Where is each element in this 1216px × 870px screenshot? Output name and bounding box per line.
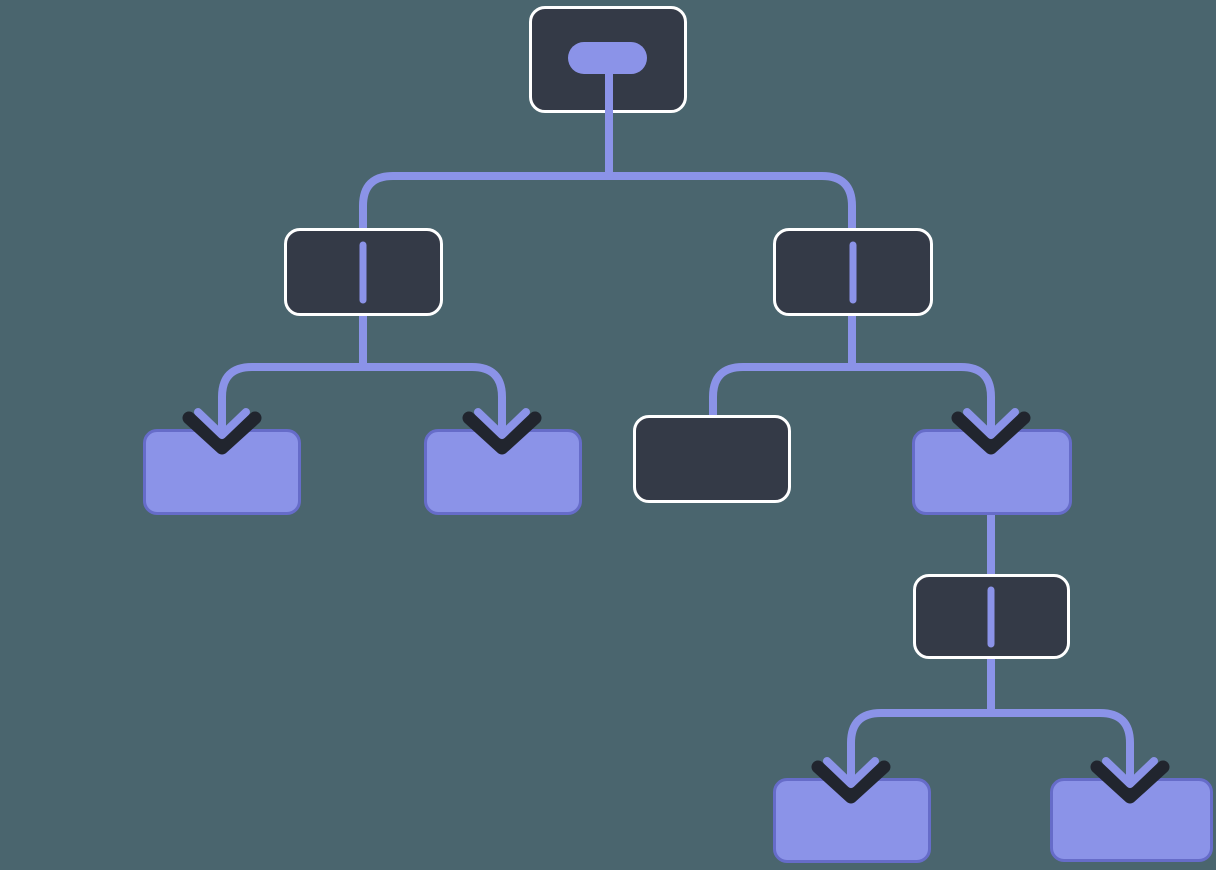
node-leaf-2[interactable] [424, 429, 582, 515]
node-branch-bottom[interactable] [913, 574, 1070, 659]
node-branch-left[interactable] [284, 228, 443, 316]
node-leaf-1[interactable] [143, 429, 301, 515]
edge-branch-left-split [218, 363, 506, 426]
node-branch-right[interactable] [773, 228, 933, 316]
pill-icon [568, 42, 647, 74]
edge-branch-right-split [709, 363, 995, 426]
edge-branch-bottom-split [847, 709, 1134, 774]
node-leaf-5[interactable] [1050, 778, 1213, 862]
node-root[interactable] [529, 6, 687, 113]
node-leaf-dark[interactable] [633, 415, 791, 503]
node-leaf-4[interactable] [773, 778, 931, 863]
node-leaf-3[interactable] [912, 429, 1072, 515]
